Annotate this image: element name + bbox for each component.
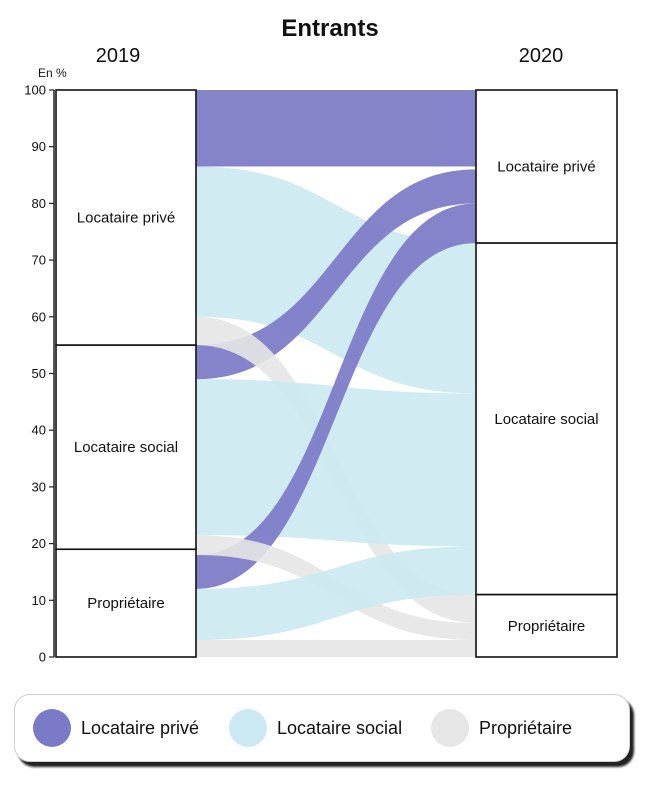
left-node-label-proprietaire: Propriétaire	[87, 595, 165, 612]
left-node-label-locataire-social: Locataire social	[74, 439, 178, 456]
y-tick-label: 50	[32, 366, 46, 381]
y-tick-label: 40	[32, 423, 46, 438]
y-tick-label: 100	[24, 83, 46, 98]
legend-label-locataire-social: Locataire social	[277, 717, 403, 738]
left-node-locataire-social	[55, 344, 197, 551]
flow-locataire-social-4	[196, 379, 476, 547]
legend: Locataire privé Locataire social Proprié…	[14, 694, 630, 762]
left-node-proprietaire	[55, 548, 197, 658]
y-tick-label: 20	[32, 536, 46, 551]
right-column-title: 2020	[519, 45, 564, 67]
y-tick-label: 10	[32, 593, 46, 608]
legend-item-locataire-social: Locataire social	[229, 695, 402, 761]
legend-item-locataire-prive: Locataire privé	[33, 695, 199, 761]
legend-swatch-proprietaire	[431, 709, 469, 747]
flow-locataire-social-7	[196, 546, 476, 640]
y-tick-label: 70	[32, 253, 46, 268]
legend-label-proprietaire: Propriétaire	[479, 717, 573, 738]
right-node-proprietaire	[475, 593, 618, 658]
left-node-label-locataire-prive: Locataire privé	[77, 210, 175, 227]
unit-label: En %	[38, 66, 67, 80]
left-node-locataire-prive	[55, 89, 197, 346]
legend-item-proprietaire: Propriétaire	[431, 695, 572, 761]
flow-locataire-prive-0	[196, 90, 476, 167]
legend-swatch-locataire-social	[229, 709, 267, 747]
flow-locataire-prive-5	[196, 203, 476, 589]
right-node-locataire-prive	[475, 89, 618, 244]
flow-locataire-prive-2	[196, 169, 476, 380]
right-node-locataire-social	[475, 242, 618, 596]
right-node-label-locataire-social: Locataire social	[494, 411, 598, 428]
right-node-label-proprietaire: Propriétaire	[508, 618, 586, 635]
left-column-title: 2019	[96, 45, 141, 67]
y-tick-label: 90	[32, 139, 46, 154]
y-tick-label: 80	[32, 196, 46, 211]
legend-swatch-locataire-prive	[33, 709, 71, 747]
chart-title: Entrants	[281, 15, 378, 42]
y-tick-label: 60	[32, 309, 46, 324]
flow-proprietaire-8	[196, 639, 476, 657]
right-node-label-locataire-prive: Locataire privé	[497, 159, 595, 176]
y-tick-label: 30	[32, 479, 46, 494]
legend-label-locataire-prive: Locataire privé	[81, 717, 200, 738]
y-tick-label: 0	[39, 650, 46, 665]
